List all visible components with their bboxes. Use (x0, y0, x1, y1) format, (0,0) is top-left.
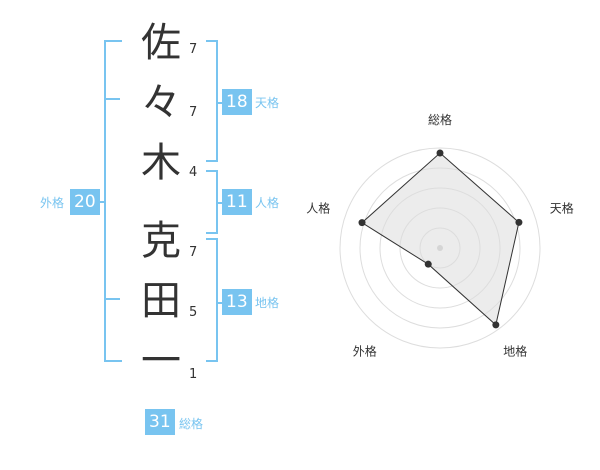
name-char-6: 一 (141, 338, 181, 384)
gaikaku-bracket (104, 40, 122, 362)
gaikaku-bracket-tick-1 (104, 98, 120, 100)
tenkaku-bracket (206, 40, 218, 162)
stroke-count-1: 7 (189, 42, 198, 57)
chikaku-label: 地格 (255, 296, 280, 310)
stroke-count-4: 7 (189, 245, 198, 260)
stroke-count-2: 7 (189, 105, 198, 120)
tenkaku-label: 天格 (255, 96, 280, 110)
radar-ring-1 (419, 227, 461, 269)
radar-center-dot (437, 245, 443, 251)
radar-point-1 (436, 149, 444, 157)
tenkaku-value-badge: 18 (222, 89, 252, 115)
gaikaku-connector (96, 201, 104, 203)
chikaku-value-badge: 13 (222, 289, 252, 315)
radar-ring-2 (399, 207, 481, 289)
name-char-2: 々 (141, 80, 181, 126)
radar-ring-5 (339, 147, 541, 349)
radar-point-3 (492, 321, 500, 329)
stroke-count-6: 1 (189, 367, 198, 382)
jinkaku-value-badge: 11 (222, 189, 252, 215)
stroke-count-3: 4 (189, 165, 198, 180)
radar-point-2 (515, 218, 523, 226)
gaikaku-value-badge: 20 (70, 189, 100, 215)
chikaku-bracket (206, 238, 218, 362)
tenkaku-connector (216, 102, 222, 104)
radar-axis-label-1: 総格 (428, 112, 452, 127)
name-char-5: 田 (141, 278, 181, 324)
soukaku-label: 総格 (179, 417, 204, 431)
name-char-3: 木 (141, 140, 181, 186)
radar-ring-3 (379, 187, 501, 309)
gaikaku-label: 外格 (40, 196, 65, 210)
radar-polygon (361, 152, 520, 326)
jinkaku-label: 人格 (255, 196, 280, 210)
name-char-4: 克 (141, 218, 181, 264)
radar-axis-label-2: 天格 (550, 200, 574, 215)
radar-point-4 (424, 260, 432, 268)
chikaku-connector (216, 302, 222, 304)
radar-axis-label-3: 地格 (503, 344, 527, 359)
soukaku-value-badge: 31 (145, 409, 175, 435)
gaikaku-bracket-tick-2 (104, 298, 120, 300)
name-char-1: 佐 (141, 20, 181, 66)
radar-point-5 (358, 219, 366, 227)
jinkaku-connector (216, 202, 222, 204)
radar-axis-label-4: 外格 (353, 344, 377, 359)
radar-ring-4 (359, 167, 521, 329)
radar-axis-label-5: 人格 (306, 200, 330, 215)
stroke-count-5: 5 (189, 305, 198, 320)
